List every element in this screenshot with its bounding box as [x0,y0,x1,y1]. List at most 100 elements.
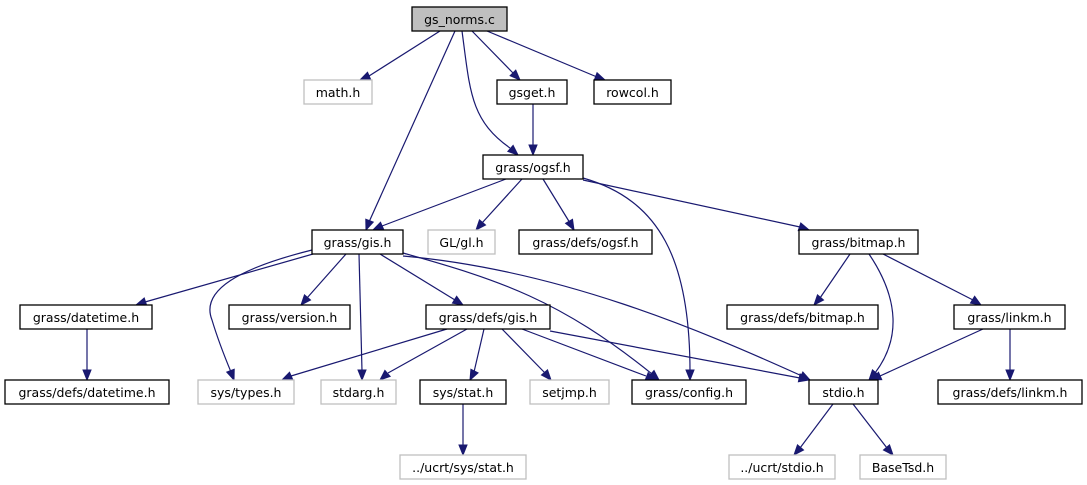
arrowhead-icon [365,218,375,232]
node-label: grass/linkm.h [967,310,1051,325]
node-label: setjmp.h [542,385,597,400]
node-box [808,379,879,405]
edge-line [852,403,888,449]
edge-line [290,328,448,377]
node-grass-defs-datetime-h[interactable]: grass/defs/datetime.h [4,379,170,405]
node-box [726,304,879,330]
edge-grass_defs_gis_h-to-stdarg_h [378,328,468,381]
arrowhead-icon [793,443,805,457]
node-grass-version-h[interactable]: grass/version.h [228,304,351,330]
edge-grass_defs_gis_h-to-sys_stat_h [469,328,485,382]
node-box [427,229,496,255]
node-gsget-h[interactable]: gsget.h [496,79,568,105]
node-box [859,454,947,480]
node-grass-gis-h[interactable]: grass/gis.h [311,229,404,255]
arrowhead-icon [458,444,468,457]
node-label: grass/defs/ogsf.h [532,235,638,250]
edge-grass_datetime_h-to-grass_defs_datetime_h [82,329,92,382]
node-setjmp-h: setjmp.h [529,379,610,405]
arrowhead-icon [813,293,825,307]
edge-gs_norms_c-to-gsget_h [471,30,521,81]
node-box [425,304,551,330]
edge-line [368,30,441,77]
arrowhead-icon [378,369,392,381]
node-label: sys/types.h [211,385,282,400]
edge-gsget_h-to-grass_ogsf_h [528,104,538,157]
arrowhead-icon [882,443,894,457]
node-grass-defs-linkm-h[interactable]: grass/defs/linkm.h [937,379,1083,405]
node-label: grass/datetime.h [33,310,139,325]
node-label: grass/defs/linkm.h [953,385,1068,400]
edge-grass_gis_h-to-stdarg_h [357,253,367,382]
edge-line [582,179,801,228]
node-box [593,79,672,105]
edge-grass_defs_gis_h-to-grass_config_h [521,328,658,381]
node-label: grass/defs/gis.h [439,310,538,325]
edge-line [549,330,801,379]
arrowhead-icon [685,369,695,382]
node-ucrt-stdio-h: ../ucrt/stdio.h [728,454,836,480]
node-box [311,229,404,255]
node-box [496,79,568,105]
node-gs-norms-c[interactable]: gs_norms.c [411,6,508,32]
node-grass-ogsf-h[interactable]: grass/ogsf.h [482,154,584,180]
edge-stdio_h-to-ucrt_stdio_h [793,403,834,457]
arrowhead-icon [451,295,465,306]
node-label: ../ucrt/stdio.h [740,460,823,475]
node-sys-stat-h[interactable]: sys/stat.h [419,379,507,405]
node-grass-datetime-h[interactable]: grass/datetime.h [19,304,153,330]
node-grass-config-h[interactable]: grass/config.h [631,379,747,405]
node-box [631,379,747,405]
edge-grass_ogsf_h-to-grass_bitmap_h [582,179,811,232]
edge-line [879,328,984,377]
edge-line [387,328,468,374]
node-label: grass/gis.h [324,235,392,250]
edge-line [461,30,511,149]
arrowhead-icon [564,218,575,232]
edge-grass_gis_h-to-grass_version_h [300,253,347,307]
node-label: BaseTsd.h [872,460,934,475]
edge-gs_norms_c-to-rowcol_h [486,30,607,81]
arrowhead-icon [280,371,294,381]
edge-gs_norms_c-to-grass_gis_h [365,30,456,232]
edge-grass_defs_gis_h-to-setjmp_h [501,328,552,382]
edge-line [501,328,546,374]
arrowhead-icon [509,69,521,81]
node-label: grass/ogsf.h [495,160,570,175]
edge-line [471,30,514,74]
edge-grass_linkm_h-to-grass_defs_linkm_h [1005,329,1015,382]
edge-line [521,328,647,377]
edge-line [882,253,974,301]
node-label: rowcol.h [606,85,659,100]
node-grass-linkm-h[interactable]: grass/linkm.h [953,304,1066,330]
node-box [419,379,507,405]
arrowhead-icon [225,368,235,382]
node-rowcol-h[interactable]: rowcol.h [593,79,672,105]
node-label: ../ucrt/sys/stat.h [412,460,514,475]
node-grass-defs-bitmap-h[interactable]: grass/defs/bitmap.h [726,304,879,330]
node-grass-defs-ogsf-h[interactable]: grass/defs/ogsf.h [518,229,653,255]
edge-grass_bitmap_h-to-grass_defs_bitmap_h [813,253,851,307]
edge-grass_gis_h-to-grass_datetime_h [134,253,314,307]
edge-sys_stat_h-to-ucrt_sys_stat_h [458,404,468,457]
node-grass-bitmap-h[interactable]: grass/bitmap.h [798,229,919,255]
edge-line [481,178,523,224]
node-box [399,454,527,480]
arrowhead-icon [371,221,385,231]
node-label: stdarg.h [333,385,385,400]
edge-line [799,403,834,449]
node-label: gs_norms.c [424,12,495,27]
edge-grass_ogsf_h-to-grass_defs_ogsf_h [542,178,575,232]
arrowhead-icon [475,218,487,232]
node-box [197,379,295,405]
edge-line [379,253,456,301]
edge-line [868,253,894,374]
arrowhead-icon [593,71,607,81]
edge-line [306,253,347,299]
arrowhead-icon [506,144,520,156]
node-box [529,379,610,405]
node-grass-defs-gis-h[interactable]: grass/defs/gis.h [425,304,551,330]
node-stdio-h[interactable]: stdio.h [808,379,879,405]
arrowhead-icon [358,71,372,81]
node-label: math.h [316,85,361,100]
